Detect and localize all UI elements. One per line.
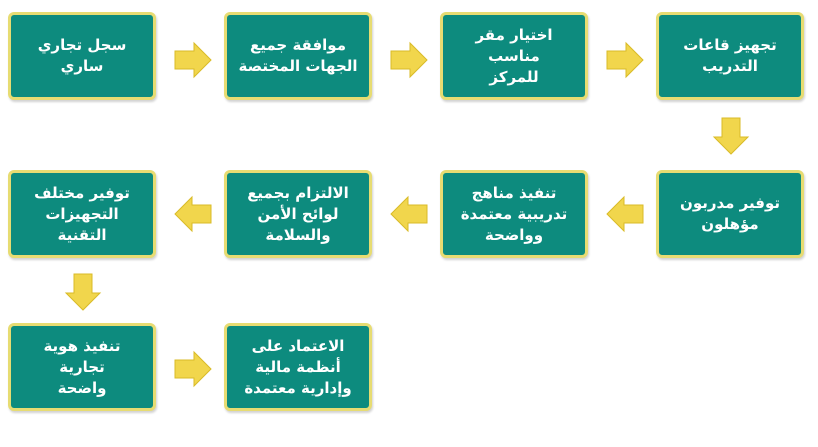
arrow-right-icon	[390, 41, 428, 79]
step-box-4: تجهيز قاعات التدريب	[656, 12, 804, 100]
arrow-down-icon	[64, 273, 102, 311]
step-box-6: تنفيذ مناهج تدريبية معتمدة وواضحة	[440, 170, 588, 258]
step-box-7: الالتزام بجميع لوائح الأمن والسلامة	[224, 170, 372, 258]
arrow-left-icon	[174, 195, 212, 233]
arrow-right-icon	[174, 41, 212, 79]
arrow-right-icon	[174, 350, 212, 388]
step-box-1: سجل تجاري ساري	[8, 12, 156, 100]
step-box-8: توفير مختلف التجهيزات التقنية	[8, 170, 156, 258]
arrow-left-icon	[390, 195, 428, 233]
step-box-5: توفير مدربون مؤهلون	[656, 170, 804, 258]
step-box-2: موافقة جميع الجهات المختصة	[224, 12, 372, 100]
step-box-10: الاعتماد على أنظمة مالية وإدارية معتمدة	[224, 323, 372, 411]
step-box-3: اختيار مقر مناسب للمركز	[440, 12, 588, 100]
arrow-right-icon	[606, 41, 644, 79]
step-box-9: تنفيذ هوية تجارية واضحة	[8, 323, 156, 411]
arrow-down-icon	[712, 117, 750, 155]
arrow-left-icon	[606, 195, 644, 233]
